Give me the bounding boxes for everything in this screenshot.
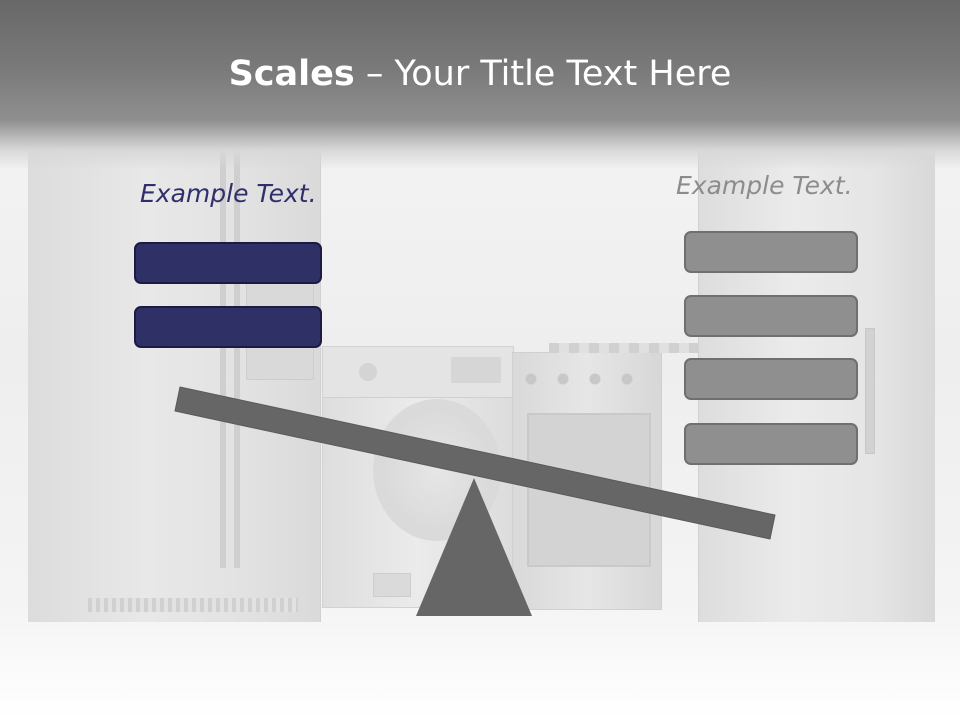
right-example-text: Example Text.	[676, 171, 853, 200]
title-bold: Scales	[228, 54, 355, 94]
scale-fulcrum	[416, 478, 532, 616]
right-text-box-4[interactable]	[684, 423, 858, 465]
right-text-box-2[interactable]	[684, 295, 858, 337]
scale-beam	[174, 386, 776, 540]
right-text-box-1[interactable]	[684, 231, 858, 273]
title-rest: – Your Title Text Here	[354, 54, 732, 94]
slide-title: Scales – Your Title Text Here	[0, 52, 960, 96]
title-band	[0, 0, 960, 170]
background-fridge-left	[28, 128, 321, 622]
left-text-box-1[interactable]	[134, 242, 322, 284]
left-text-box-2[interactable]	[134, 306, 322, 348]
right-text-box-3[interactable]	[684, 358, 858, 400]
left-example-text: Example Text.	[140, 179, 317, 208]
